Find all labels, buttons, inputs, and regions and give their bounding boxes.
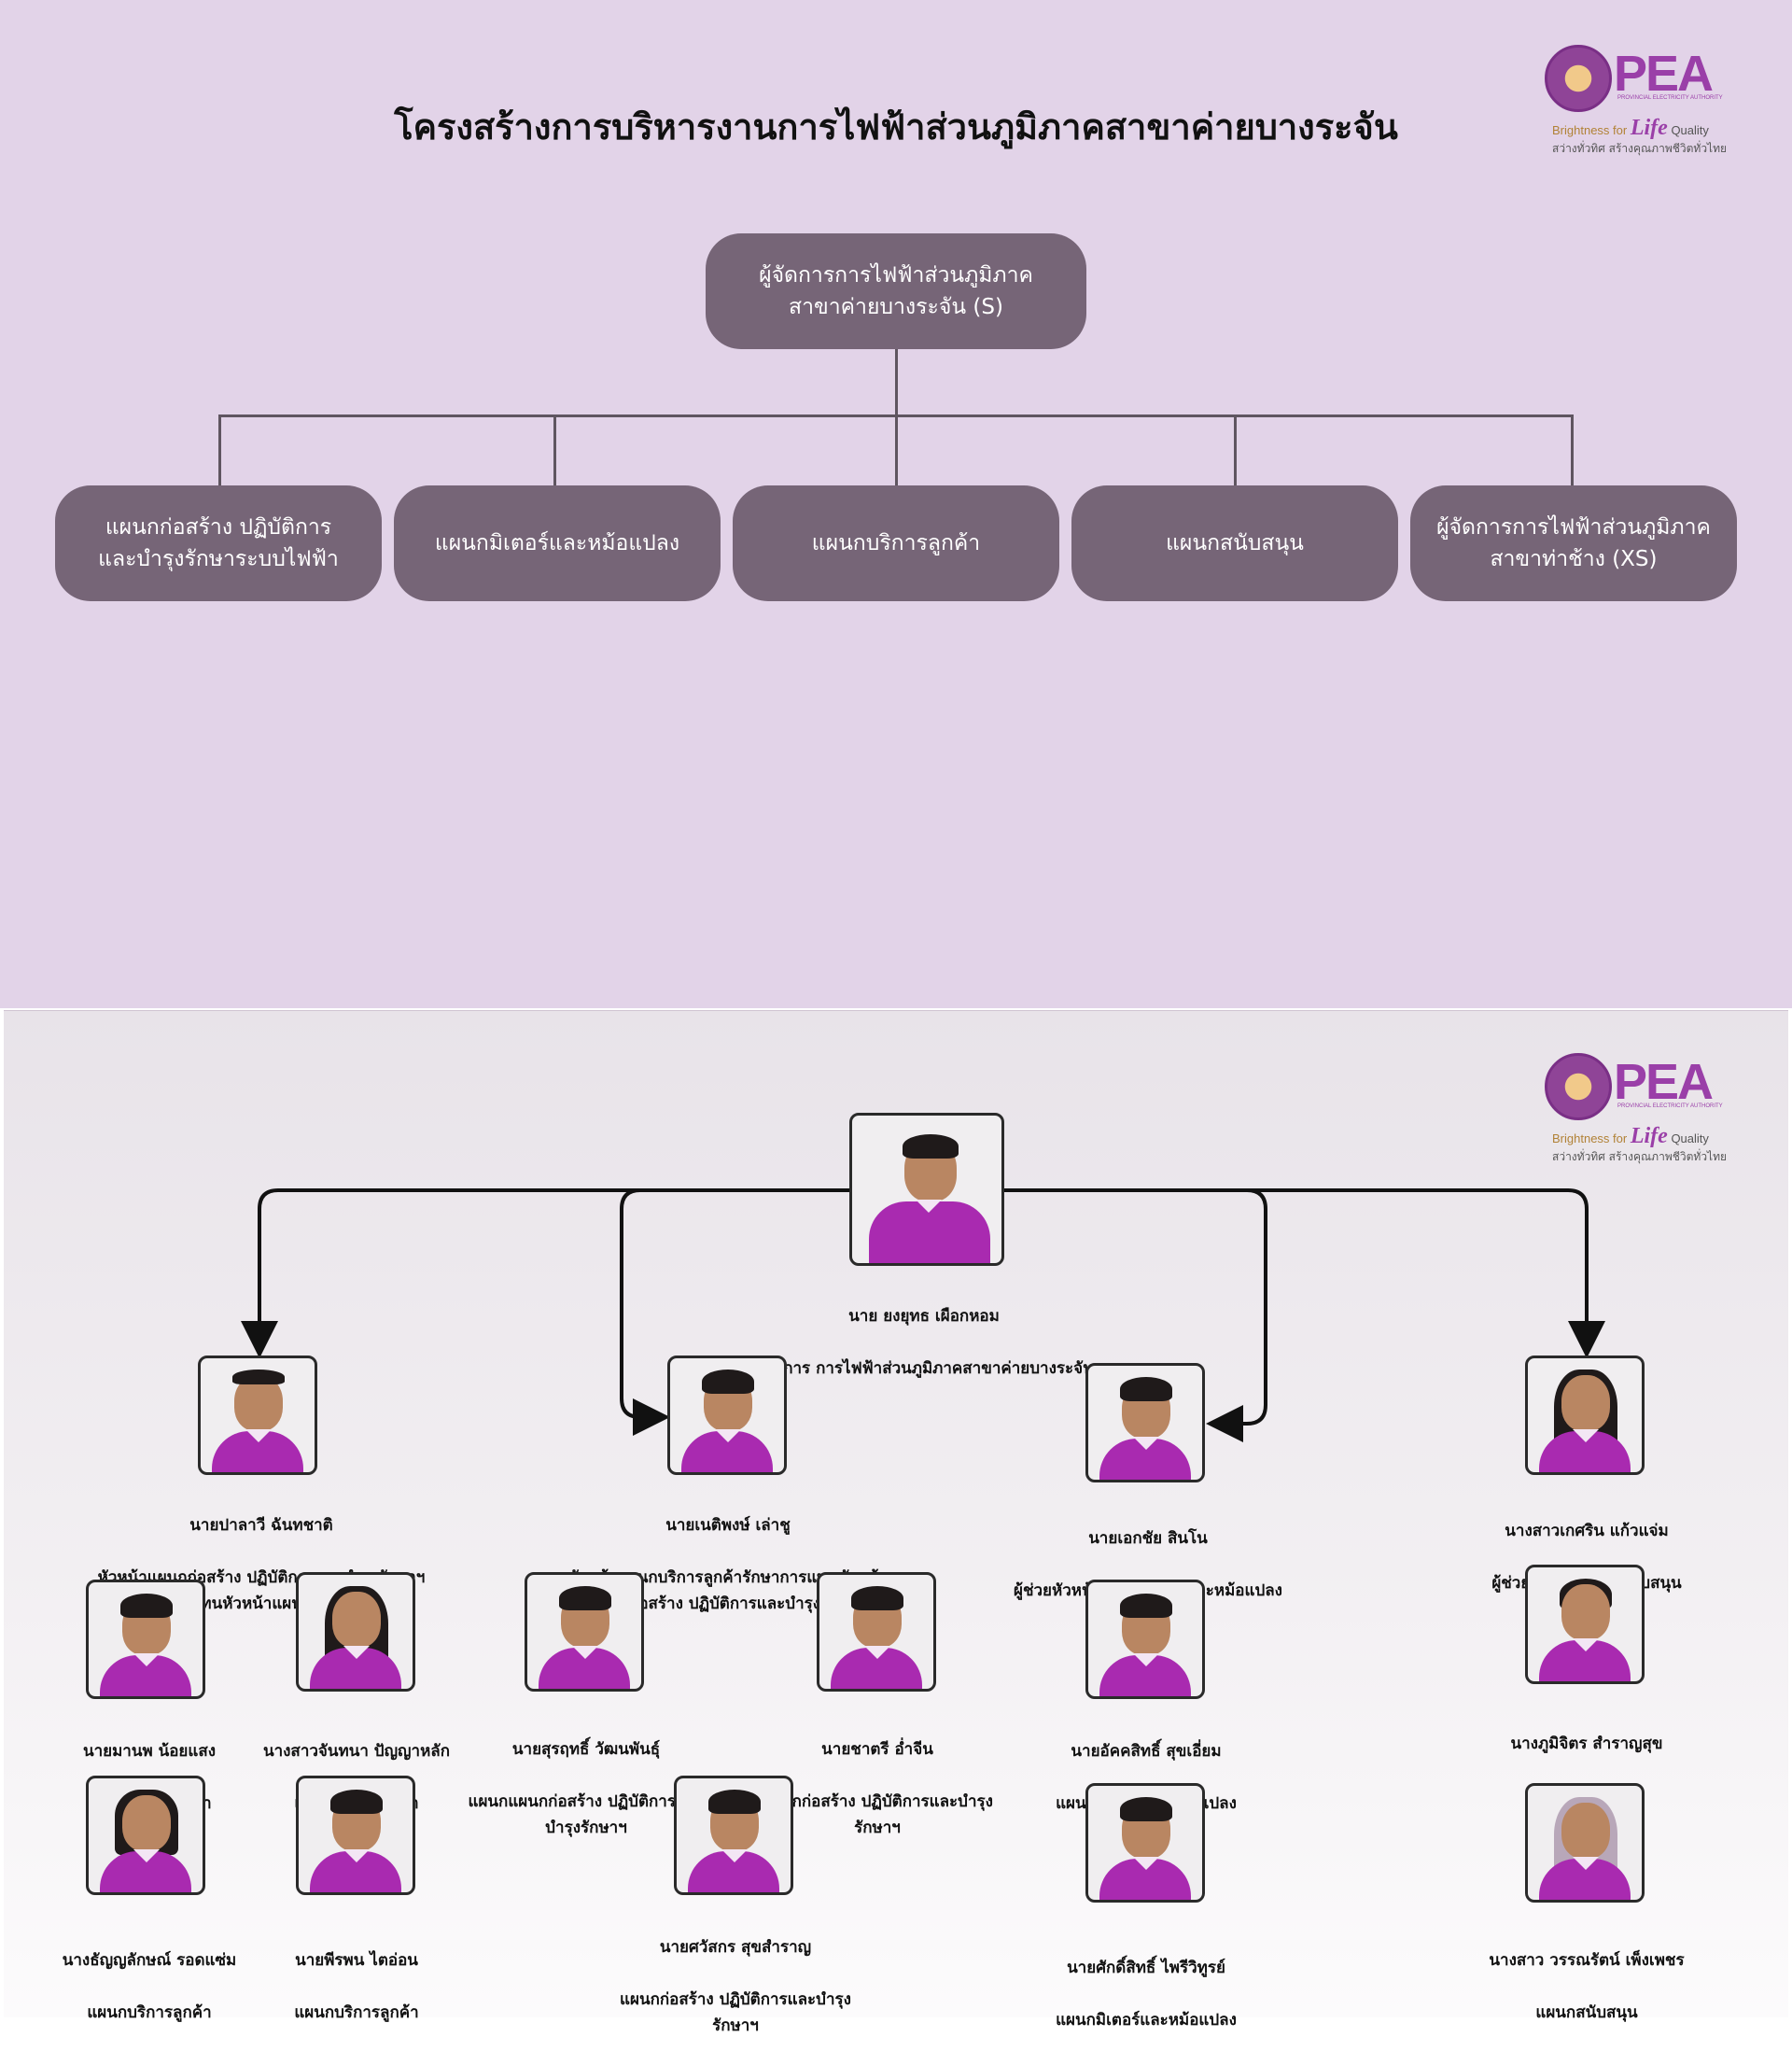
member-photo-8 [1085, 1580, 1205, 1699]
connector-dept-4 [1234, 414, 1237, 487]
head-name-1: นายปาลาวี ฉันทชาติ [189, 1516, 333, 1535]
logo-slogan: สว่างทั่วทิศ สร้างคุณภาพชีวิตทั่วไทย [1552, 1150, 1728, 1163]
connector-dept-5 [1571, 414, 1574, 487]
head-photo-1 [198, 1356, 317, 1475]
head-photo-3 [1085, 1363, 1205, 1482]
arrow-to-head-1 [241, 1188, 849, 1358]
member-caption-7: นายศวัสกร สุขสำราญ แผนกก่อสร้าง ปฏิบัติก… [607, 1908, 864, 2065]
member-photo-11 [1525, 1783, 1645, 1903]
logo-tagline: Brightness for Life Quality [1552, 116, 1709, 141]
member-name-8: นายอัคคสิทธิ์ สุขเอี่ยม [1071, 1742, 1222, 1761]
logo-slogan: สว่างทั่วทิศ สร้างคุณภาพชีวิตทั่วไทย [1552, 142, 1728, 155]
head-name-3: นายเอกชัย สินโน [1088, 1529, 1208, 1548]
tagline-quality: Quality [1671, 1131, 1709, 1145]
member-photo-10 [1525, 1565, 1645, 1684]
connector-dept-3 [895, 414, 898, 487]
member-photo-6 [817, 1572, 936, 1692]
member-photo-9 [1085, 1783, 1205, 1903]
logo-brand: PEA [1614, 46, 1714, 102]
member-role-9: แผนกมิเตอร์และหม้อแปลง [1056, 2011, 1237, 2030]
tagline-quality: Quality [1671, 123, 1709, 137]
logo-brand-sub: PROVINCIAL ELECTRICITY AUTHORITY [1617, 95, 1723, 101]
logo-tagline: Brightness for Life Quality [1552, 1124, 1709, 1149]
member-name-4: นายพีรพน ไตอ่อน [295, 1951, 418, 1970]
org-structure-panel: PEA PROVINCIAL ELECTRICITY AUTHORITY Bri… [0, 0, 1792, 1008]
member-name-6: นายชาตรี อ่ำจีน [821, 1740, 933, 1759]
member-photo-7 [674, 1776, 793, 1895]
member-caption-3: นางธัญญลักษณ์ รอดแซ่ม แผนกบริการลูกค้า [37, 1921, 261, 2052]
head-photo-2 [667, 1356, 787, 1475]
connector-dept-2 [553, 414, 556, 487]
member-role-11: แผนกสนับสนุน [1535, 2003, 1638, 2022]
member-name-9: นายศักดิ์สิทธิ์ ไพรีวิทูรย์ [1067, 1959, 1225, 1977]
pea-seal-icon [1545, 45, 1612, 112]
member-role-4: แผนกบริการลูกค้า [294, 2003, 419, 2022]
tagline-brightness: Brightness for [1552, 1131, 1628, 1145]
dept-box-customer-service: แผนกบริการลูกค้า [733, 485, 1059, 601]
member-photo-4 [296, 1776, 415, 1895]
member-caption-9: นายศักดิ์สิทธิ์ ไพรีวิทูรย์ แผนกมิเตอร์แ… [1017, 1929, 1275, 2059]
tagline-brightness: Brightness for [1552, 123, 1628, 137]
member-name-2: นางสาวจันทนา ปัญญาหลัก [262, 1742, 451, 1761]
dept-box-meter: แผนกมิเตอร์และหม้อแปลง [394, 485, 721, 601]
tagline-life: Life [1630, 116, 1668, 140]
manager-box: ผู้จัดการการไฟฟ้าส่วนภูมิภาค สาขาค่ายบาง… [706, 233, 1086, 349]
member-caption-11: นางสาว วรรณรัตน์ เพ็งเพชร แผนกสนับสนุน [1458, 1921, 1715, 2052]
reporting-arrows [241, 1188, 1605, 1442]
manager-photo [849, 1113, 1004, 1266]
member-name-11: นางสาว วรรณรัตน์ เพ็งเพชร [1489, 1951, 1685, 1970]
member-photo-5 [525, 1572, 644, 1692]
member-name-5: นายสุรฤทธิ์ วัฒนพันธุ์ [511, 1740, 661, 1759]
head-name-2: นายเนติพงษ์ เล่าชู [665, 1516, 791, 1535]
member-caption-4: นายพีรพน ไตอ่อน แผนกบริการลูกค้า [245, 1921, 469, 2052]
tagline-life: Life [1630, 1124, 1668, 1148]
member-photo-2 [296, 1572, 415, 1692]
member-role-7: แผนกก่อสร้าง ปฏิบัติการและบำรุง รักษาฯ [620, 1990, 851, 2035]
connector-dept-1 [218, 414, 221, 487]
pea-logo-bottom: PEA PROVINCIAL ELECTRICITY AUTHORITY Bri… [1545, 1053, 1731, 1165]
arrow-to-head-4 [1004, 1188, 1605, 1358]
logo-brand: PEA [1614, 1054, 1714, 1110]
member-photo-3 [86, 1776, 205, 1895]
member-name-7: นายศวัสกร สุขสำราญ [659, 1938, 812, 1957]
member-photo-1 [86, 1580, 205, 1699]
pea-logo: PEA PROVINCIAL ELECTRICITY AUTHORITY Bri… [1545, 45, 1731, 157]
member-name-1: นายมานพ น้อยแสง [82, 1742, 217, 1761]
dept-box-tha-chang-manager: ผู้จัดการการไฟฟ้าส่วนภูมิภาค สาขาท่าช้าง… [1410, 485, 1737, 601]
manager-name: นาย ยงยุทธ เผือกหอม [848, 1307, 1000, 1326]
dept-box-construction: แผนกก่อสร้าง ปฏิบัติการ และบำรุงรักษาระบ… [55, 485, 382, 601]
head-photo-4 [1525, 1356, 1645, 1475]
head-name-4: นางสาวเกศริน แก้วแจ่ม [1505, 1522, 1669, 1540]
page-title: โครงสร้างการบริหารงานการไฟฟ้าส่วนภูมิภาค… [394, 106, 1398, 148]
dept-box-support: แผนกสนับสนุน [1071, 485, 1398, 601]
connector-manager-down [895, 347, 898, 416]
member-role-3: แผนกบริการลูกค้า [87, 2003, 212, 2022]
pea-seal-icon [1545, 1053, 1612, 1120]
logo-brand-sub: PROVINCIAL ELECTRICITY AUTHORITY [1617, 1103, 1723, 1109]
member-name-3: นางธัญญลักษณ์ รอดแซ่ม [62, 1951, 237, 1970]
arrow-to-head-2 [620, 1188, 849, 1436]
member-name-10: นางภูมิจิตร สำราญสุข [1510, 1735, 1663, 1753]
